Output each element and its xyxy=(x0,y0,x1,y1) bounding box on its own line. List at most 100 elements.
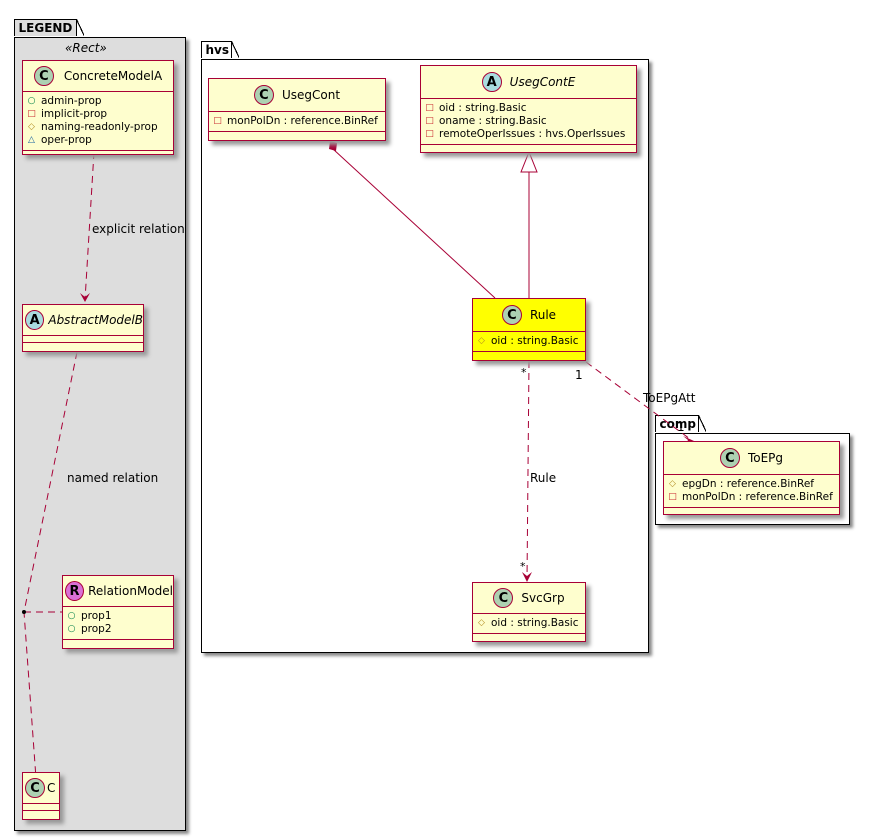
attribute: □ oname : string.Basic xyxy=(425,115,632,128)
attribute-text: naming-readonly-prop xyxy=(41,121,158,133)
class-operations xyxy=(473,634,585,642)
class-header: A UsegContE xyxy=(421,66,636,99)
private-square-icon: □ xyxy=(213,116,222,126)
hvs-package-name: hvs xyxy=(205,43,230,57)
class-name: Rule xyxy=(529,308,557,322)
public-circle-icon: ○ xyxy=(27,96,36,106)
class-name: SvcGrp xyxy=(521,591,565,605)
class-operations xyxy=(421,145,636,153)
protected-diamond-icon: ◇ xyxy=(28,122,35,132)
class-svcgrp[interactable]: C SvcGrp ◇ oid : string.Basic xyxy=(472,582,586,642)
attribute-text: prop1 xyxy=(81,610,112,622)
attribute-text: monPolDn : reference.BinRef xyxy=(227,115,378,127)
class-badge-icon: C xyxy=(719,448,740,468)
private-square-icon: □ xyxy=(425,129,434,139)
class-attributes: ○ admin-prop □ implicit-prop ◇ naming-re… xyxy=(23,92,173,151)
attribute: ◇ oid : string.Basic xyxy=(477,335,581,348)
class-header: R RelationModel xyxy=(63,576,173,607)
private-square-icon: □ xyxy=(668,492,677,502)
abstract-badge-icon: A xyxy=(25,310,45,330)
attribute: □ oid : string.Basic xyxy=(425,102,632,115)
attribute-text: oid : string.Basic xyxy=(491,617,579,629)
class-usegcont[interactable]: C UsegCont □ monPolDn : reference.BinRef xyxy=(208,78,386,141)
private-square-icon: □ xyxy=(425,103,434,113)
class-operations xyxy=(473,352,585,360)
class-operations xyxy=(23,811,59,819)
attribute-text: admin-prop xyxy=(41,95,102,107)
class-badge-icon: C xyxy=(33,66,54,86)
class-attributes: ○ prop1 ○ prop2 xyxy=(63,607,173,640)
class-name: AbstractModelB xyxy=(48,313,143,327)
attribute: ◇ oid : string.Basic xyxy=(477,617,581,630)
class-c[interactable]: C C xyxy=(22,772,60,820)
class-name: ToEPg xyxy=(747,451,784,465)
class-badge-icon: C xyxy=(25,778,45,798)
class-concretemodela[interactable]: C ConcreteModelA ○ admin-prop □ implicit… xyxy=(22,60,174,155)
class-operations xyxy=(23,151,173,159)
attribute: ○ prop2 xyxy=(67,623,169,636)
attribute: □ monPolDn : reference.BinRef xyxy=(668,491,835,504)
class-attributes xyxy=(23,336,143,343)
class-header: A AbstractModelB xyxy=(23,305,143,336)
private-square-icon: □ xyxy=(425,116,434,126)
package-triangle-icon: △ xyxy=(28,135,35,145)
class-operations xyxy=(23,343,143,351)
class-usegconte[interactable]: A UsegContE □ oid : string.Basic □ oname… xyxy=(420,65,637,153)
class-header: C UsegCont xyxy=(209,79,385,112)
attribute: □ remoteOperIssues : hvs.OperIssues xyxy=(425,128,632,141)
rule-toepg-label: ToEPgAtt xyxy=(643,391,696,405)
class-name: ConcreteModelA xyxy=(63,69,163,83)
public-circle-icon: ○ xyxy=(67,611,76,621)
class-attributes: □ oid : string.Basic □ oname : string.Ba… xyxy=(421,99,636,145)
attribute-text: oper-prop xyxy=(41,134,92,146)
class-attributes: ◇ oid : string.Basic xyxy=(473,332,585,352)
attribute-text: implicit-prop xyxy=(41,108,108,120)
attribute: ○ admin-prop xyxy=(27,95,169,108)
rule-svcgrp-label: Rule xyxy=(530,471,557,485)
attribute-text: monPolDn : reference.BinRef xyxy=(682,491,833,503)
attribute-text: oid : string.Basic xyxy=(491,335,579,347)
class-relationmodel[interactable]: R RelationModel ○ prop1 ○ prop2 xyxy=(62,575,174,649)
class-abstractmodelb[interactable]: A AbstractModelB xyxy=(22,304,144,352)
class-header: C SvcGrp xyxy=(473,583,585,614)
class-badge-icon: C xyxy=(493,588,514,608)
attribute-text: prop2 xyxy=(81,623,112,635)
protected-diamond-icon: ◇ xyxy=(478,336,485,346)
class-header: C ToEPg xyxy=(664,442,839,475)
abstract-badge-icon: A xyxy=(481,72,502,92)
relation-badge-icon: R xyxy=(65,581,85,601)
class-operations xyxy=(664,508,839,516)
class-operations xyxy=(209,132,385,140)
named-relation-label: named relation xyxy=(67,471,159,485)
rule-toepg-dst-multiplicity: 1 xyxy=(677,420,685,434)
attribute: ◇ naming-readonly-prop xyxy=(27,121,169,134)
attribute: □ monPolDn : reference.BinRef xyxy=(213,115,381,128)
attribute: □ implicit-prop xyxy=(27,108,169,121)
attribute-text: remoteOperIssues : hvs.OperIssues xyxy=(439,128,626,140)
class-header: C ConcreteModelA xyxy=(23,61,173,92)
class-operations xyxy=(63,640,173,648)
protected-diamond-icon: ◇ xyxy=(669,479,676,489)
explicit-relation-label: explicit relation xyxy=(92,222,185,236)
class-attributes: ◇ epgDn : reference.BinRef □ monPolDn : … xyxy=(664,475,839,508)
rule-toepg-src-multiplicity: 1 xyxy=(575,368,583,382)
attribute-text: epgDn : reference.BinRef xyxy=(682,478,814,490)
public-circle-icon: ○ xyxy=(67,624,76,634)
protected-diamond-icon: ◇ xyxy=(478,618,485,628)
legend-package-tab: LEGEND xyxy=(13,19,85,36)
class-badge-icon: C xyxy=(253,85,274,105)
attribute-text: oid : string.Basic xyxy=(439,102,527,114)
class-name: UsegCont xyxy=(281,88,341,102)
class-badge-icon: C xyxy=(501,305,522,325)
class-attributes: ◇ oid : string.Basic xyxy=(473,614,585,634)
class-attributes xyxy=(23,804,59,811)
attribute-text: oname : string.Basic xyxy=(439,115,547,127)
class-toepg[interactable]: C ToEPg ◇ epgDn : reference.BinRef □ mon… xyxy=(663,441,840,515)
class-rule[interactable]: C Rule ◇ oid : string.Basic xyxy=(472,298,586,361)
legend-stereotype: «Rect» xyxy=(65,41,107,55)
class-name: UsegContE xyxy=(509,75,576,89)
class-name: C xyxy=(47,781,56,795)
hvs-package-tab: hvs xyxy=(200,41,239,58)
attribute: ○ prop1 xyxy=(67,610,169,623)
class-header: C C xyxy=(23,773,59,804)
